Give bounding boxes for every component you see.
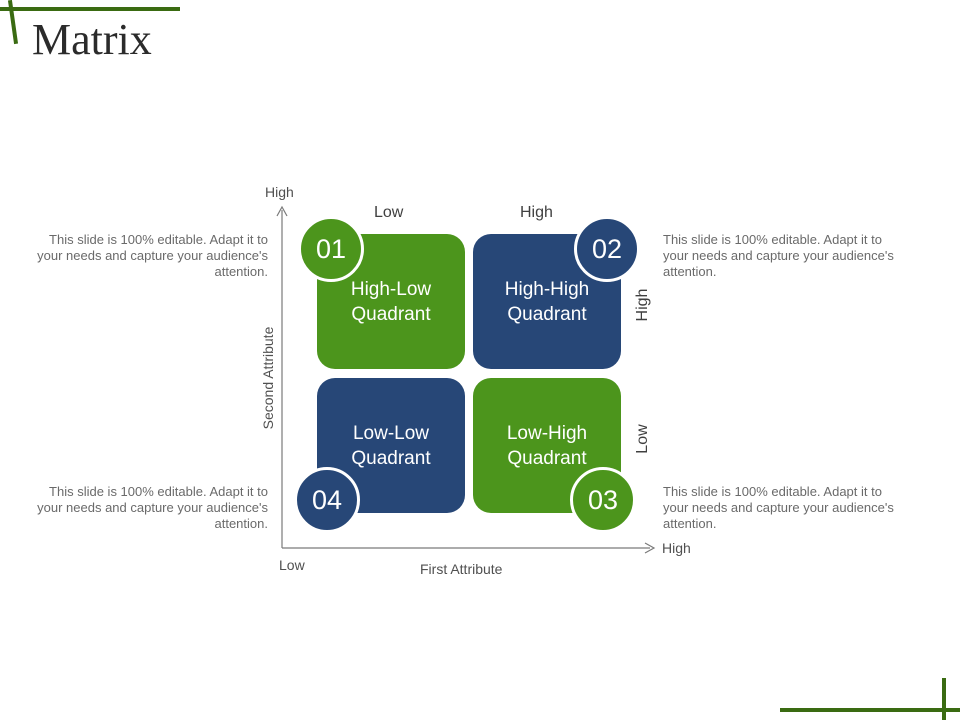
row-label-high: High [634, 288, 651, 322]
badge-01: 01 [298, 216, 364, 282]
quadrant-low-high-line2: Quadrant [507, 447, 587, 469]
page-title: Matrix [32, 15, 152, 64]
quadrant-high-low-line2: Quadrant [351, 303, 431, 325]
quadrant-low-low-line1: Low-Low [352, 422, 430, 444]
quadrant-low-low-line2: Quadrant [351, 447, 431, 469]
quadrant-high-low-line1: High-Low [350, 278, 432, 300]
badge-04: 04 [294, 467, 360, 533]
description-top-left: This slide is 100% editable. Adapt it to… [37, 232, 268, 279]
quadrant-low-high: Low-High Quadrant [473, 378, 621, 513]
quadrant-high-high-line2: Quadrant [507, 303, 587, 325]
description-bottom-left: This slide is 100% editable. Adapt it to… [37, 484, 268, 531]
y-axis-title: Second Attribute [260, 326, 276, 430]
y-axis-low-label: Low [279, 557, 305, 573]
badge-03: 03 [570, 467, 636, 533]
corner-line-bottom-vertical [942, 678, 946, 720]
y-axis-arrowhead [276, 205, 288, 217]
x-axis-high-label: High [662, 540, 691, 556]
description-bottom-right: This slide is 100% editable. Adapt it to… [663, 484, 894, 531]
corner-line-bottom-horizontal [780, 708, 960, 712]
x-axis-title: First Attribute [420, 561, 503, 577]
description-top-right: This slide is 100% editable. Adapt it to… [663, 232, 894, 279]
row-label-low: Low [634, 424, 651, 454]
badge-02: 02 [574, 216, 640, 282]
x-axis-arrowhead [644, 542, 656, 554]
corner-line-top-horizontal [0, 7, 180, 11]
quadrant-high-high-line1: High-High [504, 278, 590, 300]
y-axis-high-label: High [265, 184, 294, 200]
quadrant-high-low: High-Low Quadrant [317, 234, 465, 369]
quadrant-low-high-line1: Low-High [506, 422, 588, 444]
column-label-high: High [520, 204, 553, 221]
column-label-low: Low [374, 204, 404, 221]
